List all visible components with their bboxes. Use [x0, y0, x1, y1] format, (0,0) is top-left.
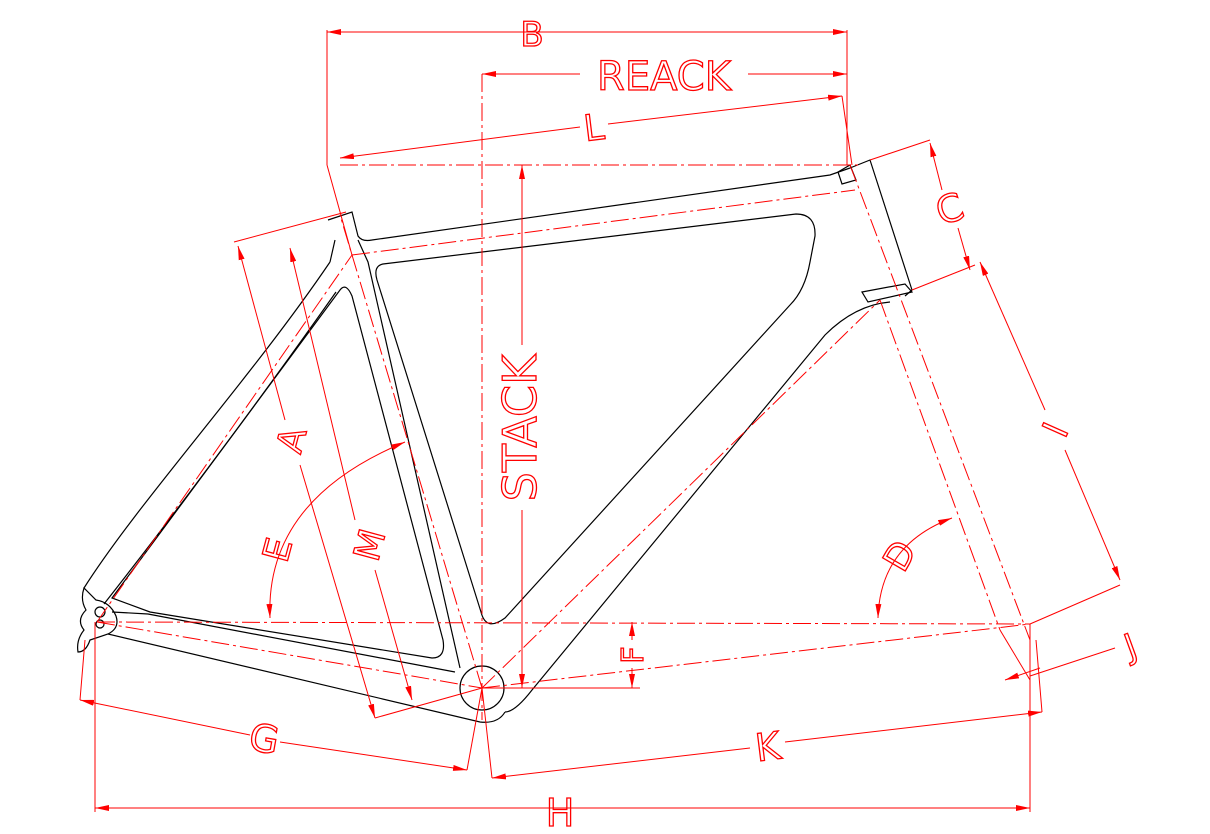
- label-j: J: [1117, 626, 1142, 668]
- label-reach: REACK: [597, 54, 733, 100]
- seat-tube-top: [327, 211, 373, 242]
- seat-tube-outer: [329, 239, 461, 669]
- label-e: E: [256, 534, 301, 567]
- head-tube-cup-bottom: [861, 283, 914, 303]
- chainstay-centerline: [96, 621, 483, 689]
- dropout-hole: [95, 619, 105, 629]
- down-tube-lower: [504, 301, 891, 713]
- label-l: L: [582, 107, 607, 150]
- label-d: D: [876, 534, 925, 579]
- chainstay-lower: [107, 633, 506, 723]
- label-stack: STACK: [493, 353, 547, 502]
- center-lines: [96, 74, 1031, 720]
- bike-frame: [77, 159, 914, 723]
- seat-stay-outer: [83, 261, 331, 589]
- rear-dropout: [77, 586, 118, 653]
- label-m: M: [347, 525, 395, 566]
- label-f: F: [616, 646, 651, 663]
- top-tube-upper: [371, 167, 851, 241]
- label-i: I: [1036, 417, 1078, 443]
- fork-centerline: [879, 299, 1001, 631]
- chainstay-upper: [111, 611, 456, 673]
- label-h: H: [546, 791, 575, 834]
- label-c: C: [930, 184, 969, 234]
- top-tube-centerline: [351, 189, 856, 256]
- seat-tube-centerline: [339, 214, 483, 689]
- dimension-lines: [79, 29, 1121, 812]
- label-a: A: [269, 423, 315, 458]
- label-g: G: [246, 715, 283, 763]
- front-triangle-inner: [375, 213, 816, 625]
- seat-stay-centerline: [96, 254, 353, 623]
- label-b: B: [520, 15, 543, 55]
- axle-line: [96, 621, 1031, 625]
- front-center-line: [481, 623, 1031, 689]
- dimension-labels: B REACK L C STACK I A E M D F J G K H: [245, 14, 1143, 834]
- head-tube: [849, 159, 913, 297]
- rear-triangle-inner: [111, 286, 445, 659]
- down-tube-centerline: [481, 299, 881, 689]
- label-k: K: [753, 724, 784, 771]
- steering-axis: [849, 164, 1031, 641]
